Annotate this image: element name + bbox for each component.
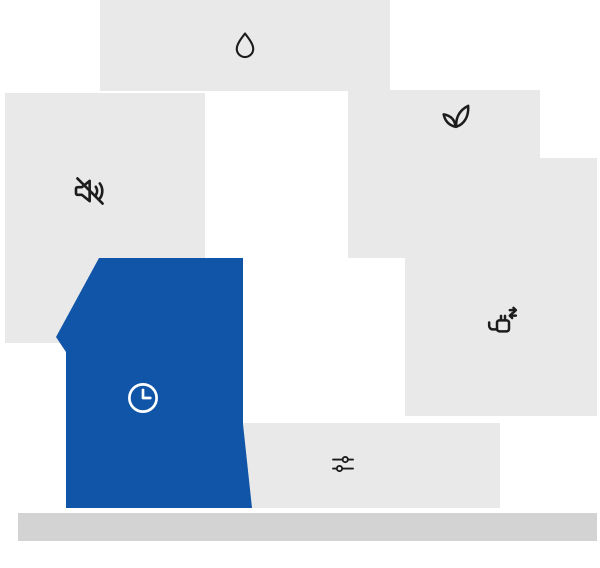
bottom-bar (18, 513, 597, 541)
settings-sliders-icon (328, 449, 358, 479)
water-drop-tile (100, 0, 390, 91)
plug-swap-tile (405, 158, 597, 416)
settings-sliders-tile (210, 423, 500, 508)
leaf-eco-icon (435, 93, 475, 133)
muted-speaker-tile (5, 93, 205, 343)
muted-speaker-icon (69, 170, 111, 212)
clock-icon (124, 379, 162, 417)
plug-swap-icon (480, 302, 520, 342)
water-drop-icon (228, 29, 262, 63)
